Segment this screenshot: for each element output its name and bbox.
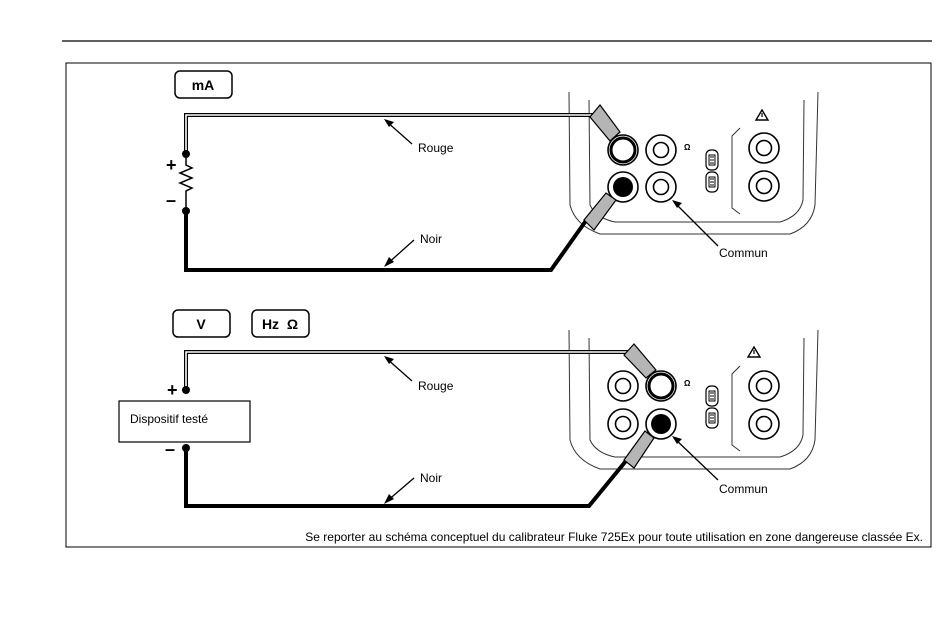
minus-sign-bottom: – — [165, 439, 175, 459]
arrow-icon — [384, 356, 412, 381]
switch-icon — [706, 386, 718, 406]
v-mode-button-label: V — [196, 316, 206, 332]
black-lead-label-top: Noir — [420, 232, 442, 246]
bottom-diagram: V Hz Ω Ω — [119, 310, 818, 506]
v-mode-button: V — [173, 310, 230, 337]
jack-common-black — [646, 409, 676, 439]
jack-source-lower-bottom — [749, 409, 779, 439]
hz-ohm-mode-button: Hz Ω — [252, 310, 309, 337]
switch-icon — [706, 172, 718, 192]
plus-sign-top: + — [166, 155, 177, 175]
jack-ma-upper-bottom — [608, 371, 638, 401]
switch-icon — [706, 408, 718, 428]
ohm-symbol-bottom: Ω — [684, 379, 691, 388]
hz-ohm-mode-button-label: Hz Ω — [262, 316, 298, 332]
red-lead-label-bottom: Rouge — [418, 379, 454, 393]
black-probe-plug-top — [584, 193, 616, 230]
warning-triangle-icon — [756, 110, 768, 120]
black-lead-wire-bottom — [186, 448, 630, 506]
top-diagram: mA Ω — [166, 71, 818, 270]
footnote-text: Se reporter au schéma conceptuel du cali… — [305, 530, 923, 544]
arrow-icon — [672, 200, 718, 246]
ohm-symbol-top: Ω — [684, 143, 691, 152]
terminal-dot — [182, 444, 190, 452]
common-label-bottom: Commun — [719, 482, 768, 496]
jack-ohm-top — [646, 135, 676, 165]
black-lead-label-bottom: Noir — [420, 471, 442, 485]
jack-source-lower — [749, 171, 779, 201]
device-under-test-label: Dispositif testé — [130, 412, 208, 426]
minus-sign-top: – — [166, 190, 176, 210]
common-label-top: Commun — [719, 246, 768, 260]
red-lead-wire-bottom — [186, 352, 632, 390]
arrow-icon — [384, 478, 414, 504]
ma-mode-button: mA — [175, 71, 232, 98]
resistor-symbol — [180, 150, 192, 215]
terminal-dot — [182, 386, 190, 394]
jack-source-upper-bottom — [749, 371, 779, 401]
switch-icon — [706, 150, 718, 170]
red-lead-label-top: Rouge — [418, 141, 454, 155]
figure-frame — [66, 63, 931, 547]
arrow-icon — [672, 436, 718, 480]
red-probe-plug-top — [590, 105, 635, 162]
plus-sign-bottom: + — [167, 380, 178, 400]
warning-triangle-icon — [748, 347, 760, 357]
jack-ma-lower-bottom — [608, 409, 638, 439]
red-lead-wire-top — [186, 115, 596, 154]
jack-source-upper — [749, 133, 779, 163]
arrow-icon — [384, 119, 412, 144]
jack-common-top — [646, 172, 676, 202]
ma-mode-button-label: mA — [192, 77, 215, 93]
arrow-icon — [384, 240, 414, 267]
